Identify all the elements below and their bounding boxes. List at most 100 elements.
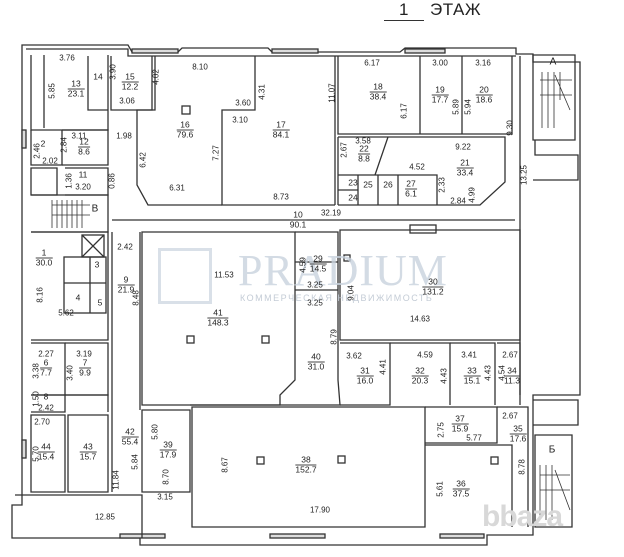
room-5: 5 — [97, 297, 103, 308]
stair-b-label: Б — [548, 444, 556, 456]
dimension: 2.67 — [502, 350, 518, 360]
dimension: 2.33 — [437, 177, 447, 193]
dimension: 3.15 — [157, 492, 173, 502]
dimension: 32.19 — [320, 208, 342, 218]
dimension: 5.94 — [463, 99, 473, 115]
dimension: 7.27 — [211, 145, 221, 161]
dimension: 3.10 — [232, 115, 248, 125]
dimension: 2.46 — [32, 143, 42, 159]
dimension: 8.48 — [131, 290, 141, 306]
dimension: 4.99 — [467, 187, 477, 203]
dimension: 17.90 — [309, 505, 331, 515]
dimension: 2.84 — [59, 137, 69, 153]
room-2: 2 — [40, 138, 46, 149]
dimension: 2.75 — [436, 422, 446, 438]
dimension: 5.89 — [451, 99, 461, 115]
dimension: 4.54 — [497, 365, 507, 381]
dimension: 4.31 — [257, 84, 267, 100]
dimension: 3.25 — [307, 280, 323, 290]
watermark-subtitle: КОММЕРЧЕСКАЯ НЕДВИЖИМОСТЬ — [240, 293, 434, 303]
dimension: 6.42 — [138, 152, 148, 168]
room-24: 24 — [348, 192, 358, 203]
watermark-logo-icon — [158, 248, 212, 304]
dimension: 3.76 — [59, 53, 75, 63]
dimension: 4.43 — [439, 368, 449, 384]
dimension: 2.42 — [117, 242, 133, 252]
room-23: 23 — [348, 177, 358, 188]
dimension: 4.41 — [378, 359, 388, 375]
dimension: 3.20 — [75, 182, 91, 192]
dimension: 8.16 — [35, 287, 45, 303]
dimension: 8.78 — [517, 459, 527, 475]
room-8: 8 — [43, 391, 49, 402]
dimension: 3.41 — [461, 350, 477, 360]
dimension: 8.73 — [273, 192, 289, 202]
dimension: 14.63 — [409, 314, 431, 324]
dimension: 3.16 — [475, 58, 491, 68]
dimension: 8.10 — [192, 62, 208, 72]
watermark-brand: PRADIUM — [238, 246, 448, 295]
dimension: 2.02 — [42, 156, 58, 166]
room-25: 25 — [363, 179, 373, 190]
dimension: 3.62 — [346, 351, 362, 361]
room-14: 14 — [93, 71, 103, 82]
room-3: 3 — [94, 259, 100, 270]
dimension: 11.07 — [327, 83, 337, 103]
dimension: 5.77 — [466, 433, 482, 443]
dimension: 5.85 — [47, 83, 57, 99]
dimension: 3.11 — [71, 131, 87, 141]
stair-a-label: А — [549, 56, 557, 68]
dimension: 2.70 — [34, 417, 50, 427]
dimension: 6.17 — [364, 58, 380, 68]
dimension: 3.25 — [307, 298, 323, 308]
dimension: 4.59 — [417, 350, 433, 360]
dimension: 6.17 — [399, 103, 409, 119]
floor-word: ЭТАЖ — [430, 0, 482, 19]
dimension: 1.36 — [64, 173, 74, 189]
dimension: 13.25 — [519, 164, 529, 186]
dimension: 8.70 — [161, 469, 171, 485]
dimension: 2.27 — [38, 349, 54, 359]
dimension: 4.59 — [298, 257, 308, 273]
dimension: 3.40 — [65, 365, 75, 381]
dimension: 3.06 — [119, 96, 135, 106]
dimension: 2.67 — [339, 142, 349, 158]
dimension: 11.84 — [111, 470, 121, 490]
dimension: 3.90 — [108, 64, 118, 80]
floor-number: 1 — [384, 0, 424, 21]
room-11: 11 — [78, 169, 88, 180]
dimension: 0.86 — [107, 173, 117, 189]
dimension: 4.43 — [483, 365, 493, 381]
dimension: 1.98 — [116, 131, 132, 141]
dimension: 5.62 — [58, 308, 74, 318]
dimension: 3.19 — [76, 349, 92, 359]
dimension: 8.79 — [329, 329, 339, 345]
dimension: 5.61 — [435, 481, 445, 497]
watermark-corner: bbaza — [482, 500, 563, 533]
dimension: 3.60 — [235, 98, 251, 108]
dimension: 3.00 — [432, 58, 448, 68]
